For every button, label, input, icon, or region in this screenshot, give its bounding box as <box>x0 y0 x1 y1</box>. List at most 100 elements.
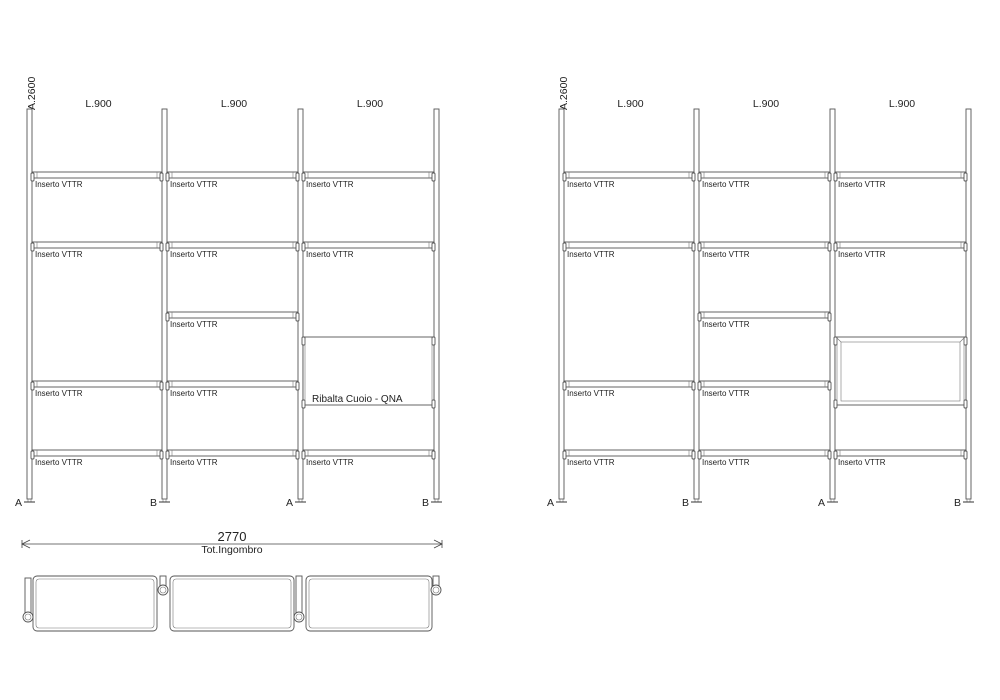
shelf: Inserto VTTR <box>30 241 164 259</box>
shelf-bracket <box>963 242 968 252</box>
upright-post <box>433 108 440 500</box>
shelf-label: Inserto VTTR <box>838 458 886 467</box>
shelf-bracket <box>691 381 696 391</box>
shelf-bracket <box>562 381 567 391</box>
plan-post-inner <box>432 586 440 594</box>
shelf: Inserto VTTR <box>165 380 300 398</box>
flap-frame <box>834 336 967 406</box>
foot-label: B <box>682 497 689 509</box>
shelf-bracket <box>30 381 35 391</box>
flap-hinge <box>301 336 306 346</box>
shelf-board <box>698 171 831 179</box>
shelf-bracket <box>827 381 832 391</box>
shelf-bracket <box>301 172 306 182</box>
shelf: Inserto VTTR <box>562 171 696 189</box>
shelf-label: Inserto VTTR <box>306 250 354 259</box>
shelf-label: Inserto VTTR <box>702 389 750 398</box>
shelf: Inserto VTTR <box>165 171 300 189</box>
shelf-label: Inserto VTTR <box>35 389 83 398</box>
upright-post <box>965 108 972 500</box>
shelf: Inserto VTTR <box>562 241 696 259</box>
shelf-bracket <box>159 450 164 460</box>
shelf: Inserto VTTR <box>301 241 436 259</box>
shelf: Inserto VTTR <box>301 449 436 467</box>
plan-post-inner <box>24 613 32 621</box>
shelf-bracket <box>963 450 968 460</box>
shelf-label: Inserto VTTR <box>702 458 750 467</box>
shelf-label: Inserto VTTR <box>170 180 218 189</box>
height-label: A.2600 <box>26 77 38 110</box>
shelf-label: Inserto VTTR <box>838 180 886 189</box>
shelf-bracket <box>833 172 838 182</box>
plan-upright <box>24 577 32 618</box>
bay-width-label: L.900 <box>357 98 383 110</box>
shelf: Inserto VTTR <box>833 241 968 259</box>
shelf-label: Inserto VTTR <box>35 250 83 259</box>
flap-hinge <box>431 399 436 409</box>
shelf-board <box>563 449 695 457</box>
shelf-bracket <box>697 450 702 460</box>
shelf-bracket <box>833 450 838 460</box>
shelf-label: Inserto VTTR <box>306 458 354 467</box>
shelf-board <box>698 380 831 388</box>
dimension-arrows <box>21 539 443 549</box>
shelf-board <box>563 241 695 249</box>
shelf-board <box>166 449 299 457</box>
shelf-board <box>302 449 435 457</box>
shelf-board <box>31 171 163 179</box>
shelf: Inserto VTTR <box>697 311 832 329</box>
shelf-board <box>563 171 695 179</box>
shelf-label: Inserto VTTR <box>170 389 218 398</box>
shelf: Inserto VTTR <box>30 449 164 467</box>
shelf: Inserto VTTR <box>562 380 696 398</box>
plan-post-inner <box>295 613 303 621</box>
shelf-board <box>31 241 163 249</box>
shelf-board <box>31 380 163 388</box>
bay-width-label: L.900 <box>889 98 915 110</box>
shelf-bracket <box>30 172 35 182</box>
shelf: Inserto VTTR <box>30 171 164 189</box>
shelf-board <box>563 380 695 388</box>
foot-label: A <box>15 497 22 509</box>
shelf-bracket <box>827 242 832 252</box>
plan-post <box>430 584 442 596</box>
shelf-bracket <box>165 312 170 322</box>
plan-post <box>157 584 169 596</box>
shelf-label: Inserto VTTR <box>567 458 615 467</box>
flap-open <box>833 336 968 409</box>
flap-frame <box>302 336 435 406</box>
shelf-board <box>834 241 967 249</box>
foot-label: A <box>818 497 825 509</box>
shelf-bracket <box>833 242 838 252</box>
flap-bevel <box>959 337 965 343</box>
shelf-bracket <box>295 381 300 391</box>
shelf-bracket <box>165 450 170 460</box>
flap-bevel <box>836 337 842 343</box>
upright-post <box>297 108 304 500</box>
foot-label: A <box>547 497 554 509</box>
bay-width-label: L.900 <box>617 98 643 110</box>
shelf-bracket <box>431 242 436 252</box>
plan-bay-inner <box>35 578 155 629</box>
shelf: Inserto VTTR <box>301 171 436 189</box>
shelf-bracket <box>165 242 170 252</box>
upright-post <box>26 108 33 500</box>
flap-hinge <box>431 336 436 346</box>
shelf-bracket <box>562 242 567 252</box>
shelf: Inserto VTTR <box>697 171 832 189</box>
shelf-bracket <box>295 312 300 322</box>
shelf: Inserto VTTR <box>697 449 832 467</box>
shelf-board <box>698 311 831 319</box>
shelf-label: Inserto VTTR <box>170 250 218 259</box>
flap-hinge <box>301 399 306 409</box>
foot-label: B <box>422 497 429 509</box>
shelf-bracket <box>827 172 832 182</box>
shelf-bracket <box>697 381 702 391</box>
shelf-bracket <box>165 381 170 391</box>
upright-post <box>558 108 565 500</box>
shelf-bracket <box>30 242 35 252</box>
shelf-board <box>302 171 435 179</box>
shelf-bracket <box>30 450 35 460</box>
shelf-board <box>166 241 299 249</box>
flap-label: Ribalta Cuoio - QNA <box>312 394 403 405</box>
